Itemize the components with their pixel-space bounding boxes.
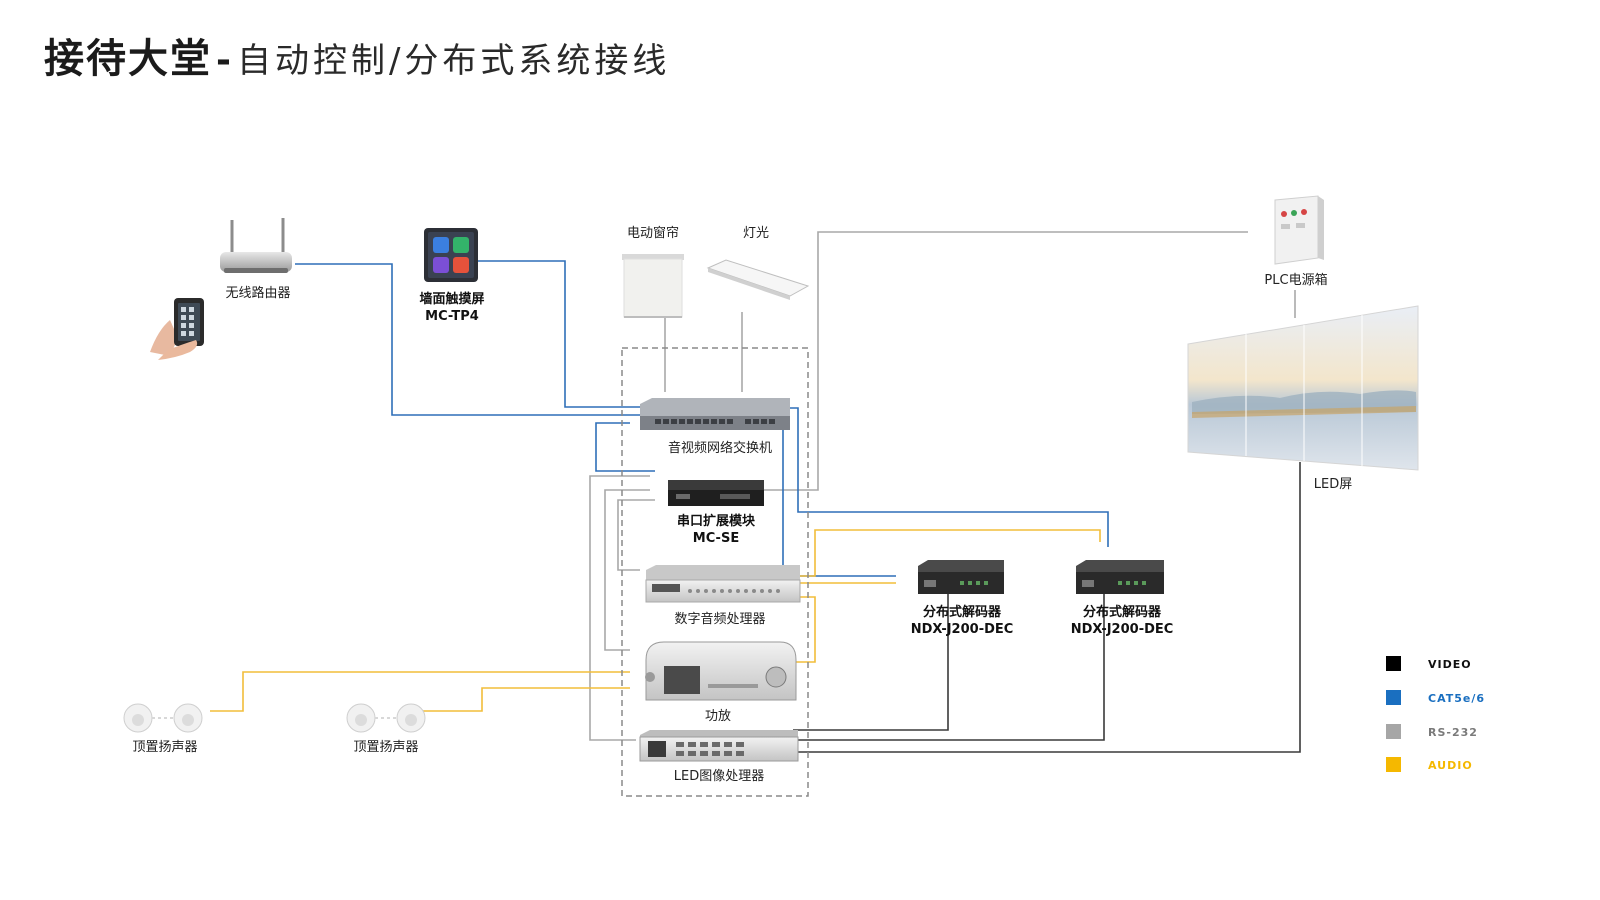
wire-cat-touchpanel	[478, 260, 640, 408]
title-rest: 自动控制/分布式系统接线	[236, 41, 671, 81]
serial-module-icon	[668, 480, 764, 506]
legend: VIDEO CAT5e/6 RS-232 AUDIO	[1386, 656, 1485, 772]
speaker-2-label: 顶置扬声器	[353, 740, 418, 755]
decoder-1-icon	[918, 560, 1004, 594]
amp-label: 功放	[705, 709, 731, 724]
legend-swatch-video	[1386, 656, 1401, 671]
wires-rs232	[589, 231, 1248, 741]
wire-audio-dsp-amp	[790, 596, 816, 663]
decoder-1-label: 分布式解码器	[923, 604, 1002, 620]
wire-video-dec2	[793, 594, 1105, 741]
wire-rs232-dsp	[617, 499, 655, 571]
led-processor-label: LED图像处理器	[674, 769, 764, 784]
decoder-1-model: NDX-J200-DEC	[911, 622, 1014, 637]
light-label: 灯光	[743, 226, 769, 241]
wire-rs232-ledproc	[589, 475, 650, 741]
title-separator: -	[216, 40, 231, 81]
page-title: 接待大堂-自动控制/分布式系统接线	[44, 26, 670, 84]
ceiling-light-icon	[706, 259, 810, 300]
wire-audio-spk1	[210, 671, 630, 712]
switch-label: 音视频网络交换机	[668, 440, 772, 456]
router-icon	[220, 218, 292, 273]
legend-swatch-rs232	[1386, 724, 1401, 739]
wire-rs232-serial-plc	[740, 231, 1248, 491]
wire-cat-decoder1	[773, 415, 896, 577]
ceiling-speakers-2-icon	[346, 703, 426, 733]
legend-label-audio: AUDIO	[1428, 759, 1473, 772]
curtain-label: 电动窗帘	[627, 225, 679, 241]
legend-swatch-cat	[1386, 690, 1401, 705]
touch-panel-icon	[424, 228, 478, 282]
legend-swatch-audio	[1386, 757, 1401, 772]
plc-box-icon	[1274, 195, 1324, 265]
rack-enclosure	[621, 347, 809, 797]
network-switch-icon	[640, 398, 790, 430]
amplifier-icon	[645, 641, 797, 701]
wire-cat-router	[295, 263, 640, 416]
led-wall-icon	[1187, 305, 1419, 471]
wires-video	[793, 462, 1301, 753]
wire-cat-serial	[595, 422, 655, 472]
decoder-2-label: 分布式解码器	[1083, 604, 1162, 620]
curtain-icon	[622, 254, 684, 318]
touch-panel-label: 墙面触摸屏	[419, 291, 484, 307]
wire-audio-dec2-dsp	[790, 529, 1101, 577]
dsp-label: 数字音频处理器	[674, 611, 765, 627]
legend-label-cat: CAT5e/6	[1428, 692, 1485, 705]
led-processor-icon	[639, 730, 799, 762]
wire-video-ledwall	[793, 462, 1301, 753]
wire-audio-spk2	[422, 687, 630, 712]
touch-panel-model: MC-TP4	[425, 309, 479, 324]
ceiling-speakers-1-icon	[123, 703, 203, 733]
wires-audio	[210, 529, 1101, 712]
serial-model: MC-SE	[693, 531, 739, 546]
wire-cat-decoder2	[773, 407, 1109, 547]
legend-label-video: VIDEO	[1428, 658, 1472, 671]
plc-label: PLC电源箱	[1264, 272, 1327, 288]
router-label: 无线路由器	[225, 285, 290, 301]
serial-label: 串口扩展模块	[677, 513, 756, 529]
title-bold: 接待大堂	[44, 36, 212, 82]
wire-video-dec1	[793, 594, 949, 731]
wire-rs232-amp	[604, 489, 650, 651]
audio-processor-icon	[645, 565, 801, 603]
smartphone-icon	[150, 298, 204, 360]
decoder-2-icon	[1076, 560, 1164, 594]
speaker-1-label: 顶置扬声器	[132, 740, 197, 755]
legend-label-rs232: RS-232	[1428, 726, 1478, 739]
led-wall-label: LED屏	[1314, 477, 1352, 492]
decoder-2-model: NDX-J200-DEC	[1071, 622, 1174, 637]
